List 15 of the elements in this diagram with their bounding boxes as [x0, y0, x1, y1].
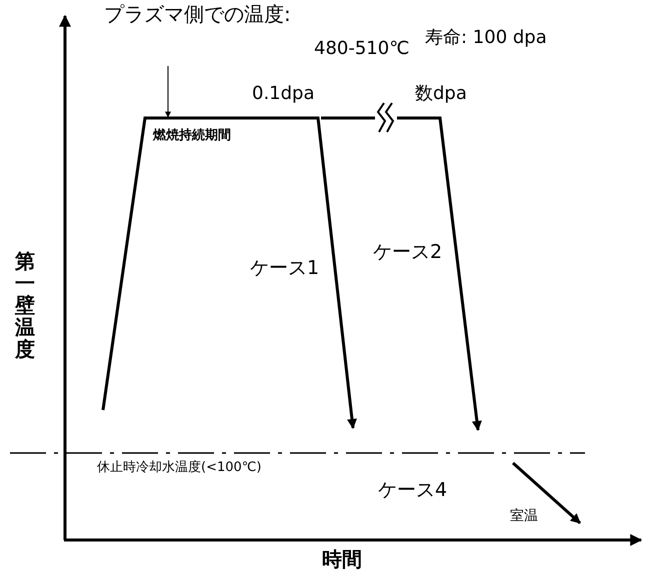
reference-label: 休止時冷却水温度(<100℃) — [97, 461, 262, 476]
lifetime-label: 寿命: 100 dpa — [425, 28, 547, 49]
annotation-text: プラズマ側での温度: — [104, 3, 291, 26]
axis-title: 第一壁温度 — [15, 250, 35, 360]
case-label: ケース1 — [250, 258, 320, 280]
axis-title: 時間 — [322, 548, 362, 571]
temperature-value: 480-510℃ — [314, 39, 410, 60]
leader-arrow — [165, 66, 171, 118]
case-label: ケース2 — [373, 242, 442, 264]
temperature-label: 室温 — [510, 508, 538, 524]
dose-label: 0.1dpa — [252, 84, 315, 105]
case-label: ケース4 — [378, 480, 448, 502]
temperature-curve — [102, 116, 357, 429]
dose-label: 数dpa — [415, 84, 467, 105]
phase-label: 燃焼持続期間 — [153, 129, 231, 144]
